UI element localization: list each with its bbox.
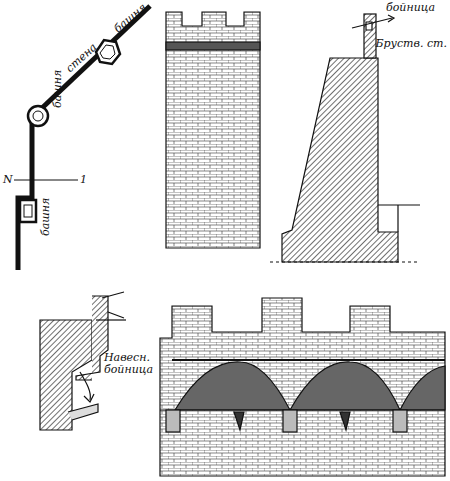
wall-section: [270, 14, 420, 262]
machicolation-label: Навесн. бойница: [104, 352, 152, 375]
section-mark: N: [2, 174, 14, 186]
tower-label: башня: [40, 198, 52, 236]
loophole-label: бойница: [386, 2, 435, 14]
wall-elevation: [160, 298, 445, 476]
parapet-label: Бруств. ст.: [375, 38, 447, 50]
tower-label: башня: [52, 70, 64, 108]
tower-elevation: [166, 12, 260, 248]
tower-label: башня: [112, 1, 149, 34]
plan: [14, 6, 150, 270]
section-mark: 1: [80, 174, 87, 186]
